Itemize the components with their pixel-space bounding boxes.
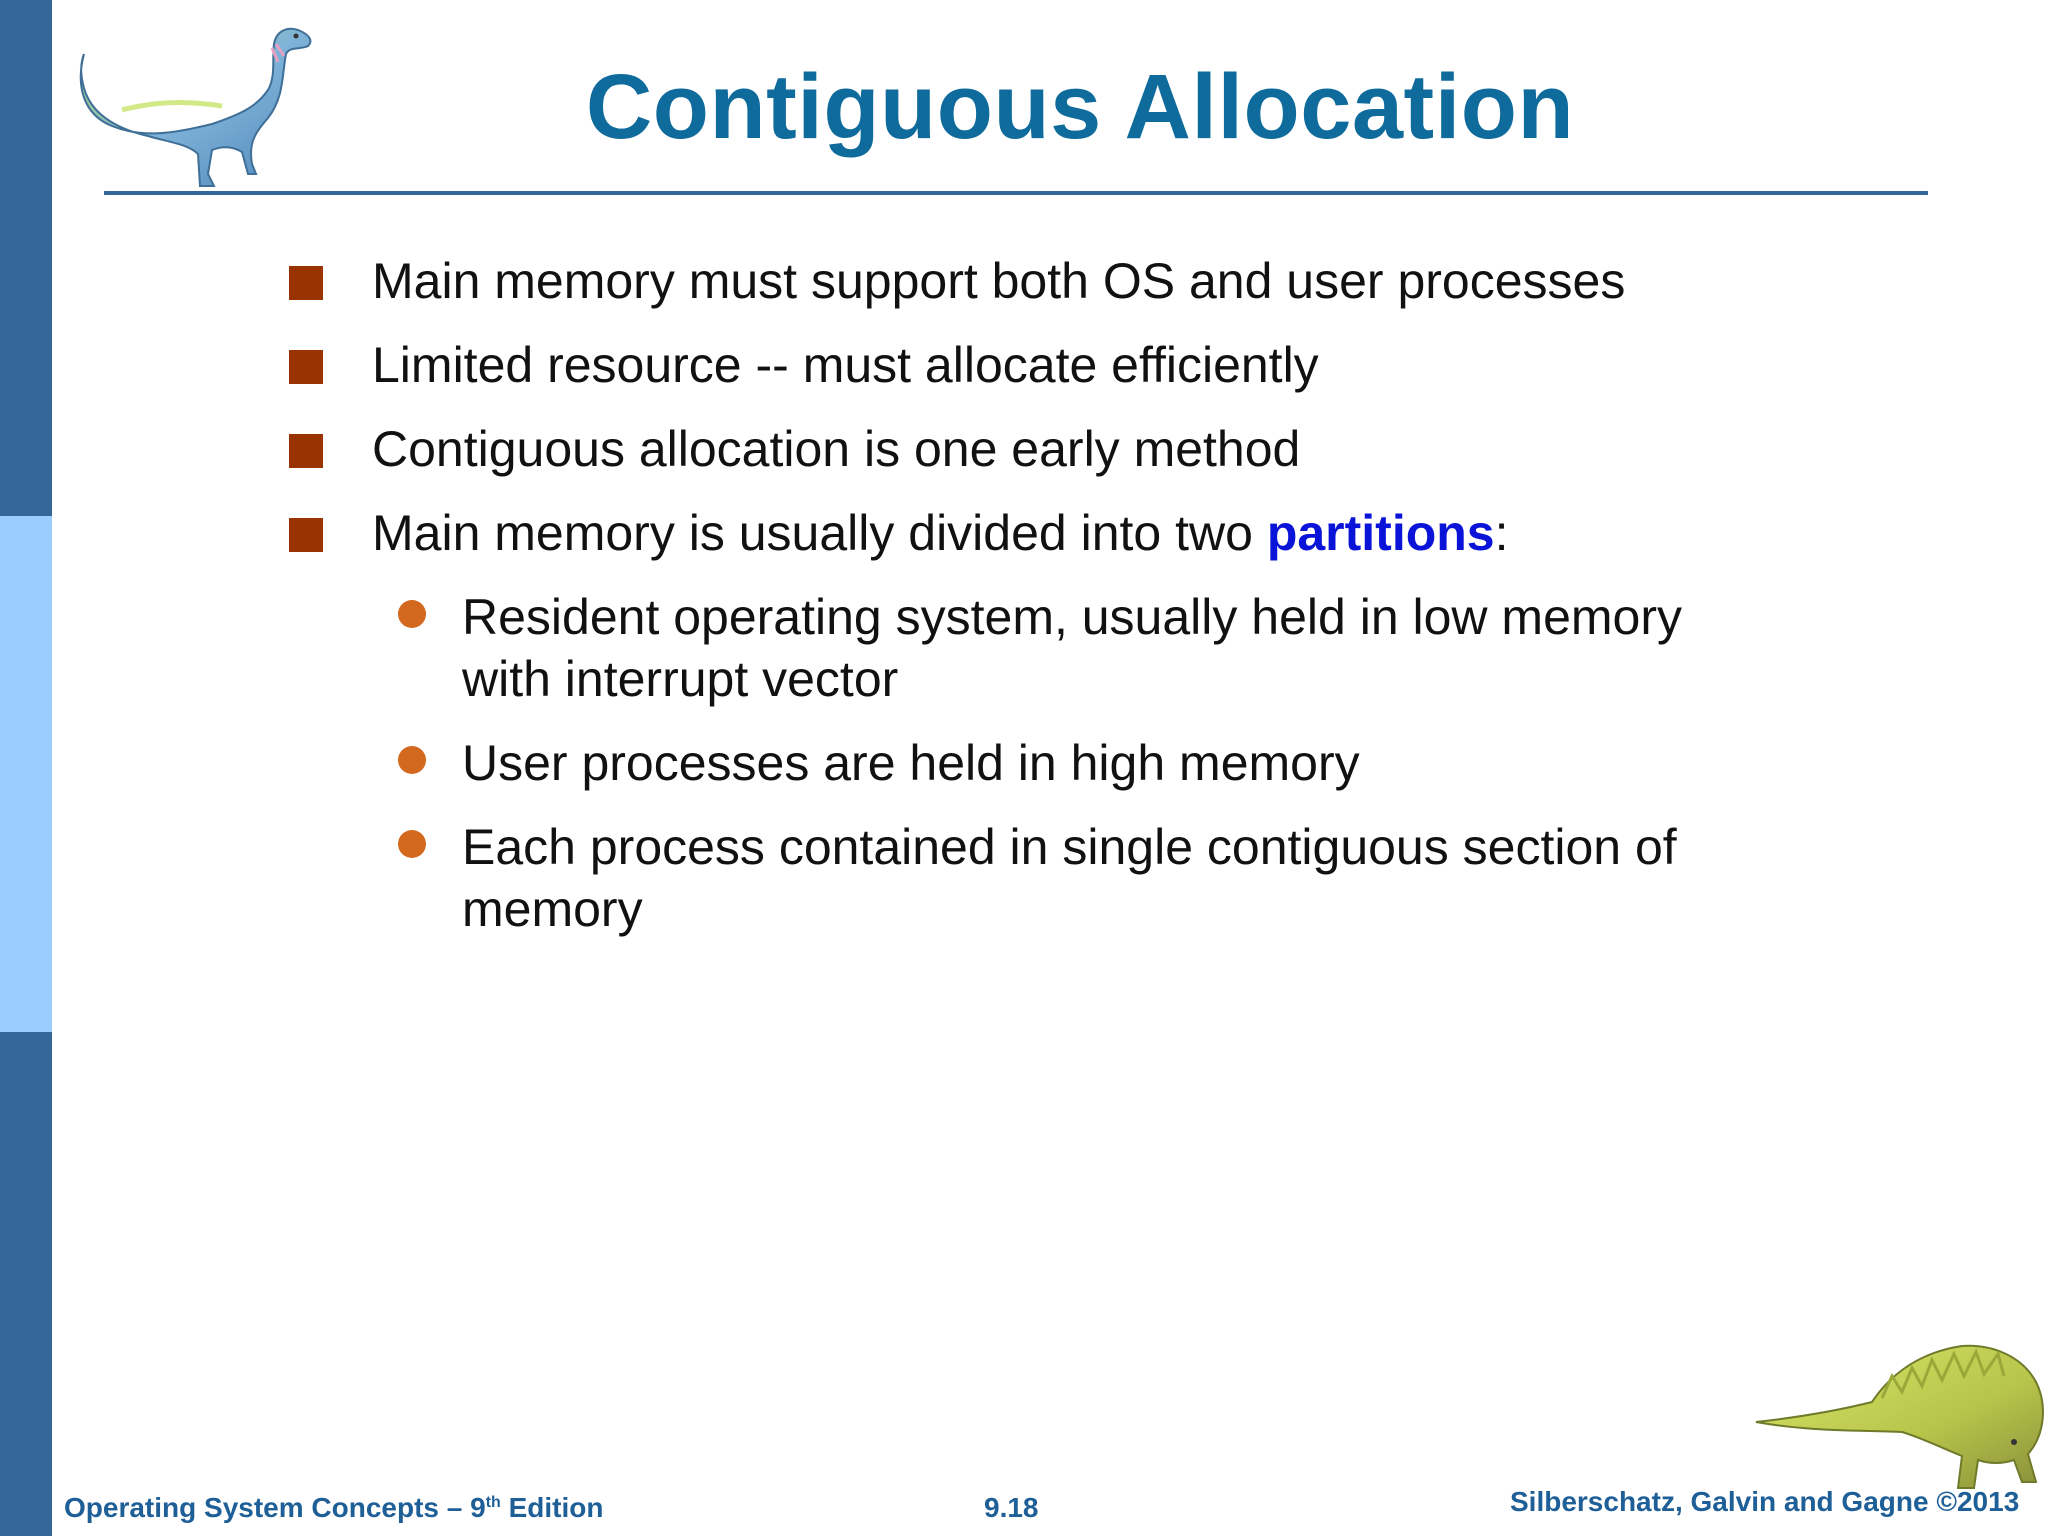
dinosaur-icon xyxy=(1755,1344,2044,1489)
sub-bullet-item: User processes are held in high memory xyxy=(462,735,1360,791)
bullet-item: Contiguous allocation is one early metho… xyxy=(372,421,1301,477)
square-bullet-icon xyxy=(289,518,323,552)
sidebar-bottom-band xyxy=(0,1032,52,1536)
footer-book-title: Operating System Concepts – 9th Edition xyxy=(64,1492,603,1524)
square-bullet-icon xyxy=(289,350,323,384)
sidebar-top-band xyxy=(0,0,52,516)
footer-book-suffix: Edition xyxy=(500,1492,604,1523)
square-bullet-icon xyxy=(289,434,323,468)
round-bullet-icon xyxy=(398,746,426,774)
round-bullet-icon xyxy=(398,600,426,628)
keyword-partitions: partitions xyxy=(1266,505,1495,561)
title-divider xyxy=(104,191,1928,195)
sidebar-middle-band xyxy=(0,516,52,1032)
bullet-text: Main memory is usually divided into two xyxy=(372,505,1267,561)
sub-bullet-item: Resident operating system, usually held … xyxy=(462,589,1682,707)
slide-title: Contiguous Allocation xyxy=(585,56,1575,158)
bullet-item: Main memory is usually divided into two … xyxy=(372,502,1872,564)
footer-copyright: Silberschatz, Galvin and Gagne ©2013 xyxy=(1510,1486,2020,1517)
footer-book-prefix: Operating System Concepts – 9 xyxy=(64,1492,486,1523)
slide-number: 9.18 xyxy=(984,1492,1039,1523)
round-bullet-icon xyxy=(398,830,426,858)
bullet-item: Limited resource -- must allocate effici… xyxy=(372,337,1319,393)
bullet-item: Main memory must support both OS and use… xyxy=(372,253,1626,309)
sub-bullet-item: Each process contained in single contigu… xyxy=(462,819,1677,937)
square-bullet-icon xyxy=(289,266,323,300)
bullet-text-suffix: : xyxy=(1494,505,1509,561)
footer-edition-sup: th xyxy=(485,1494,501,1511)
dinosaur-icon xyxy=(79,27,312,187)
